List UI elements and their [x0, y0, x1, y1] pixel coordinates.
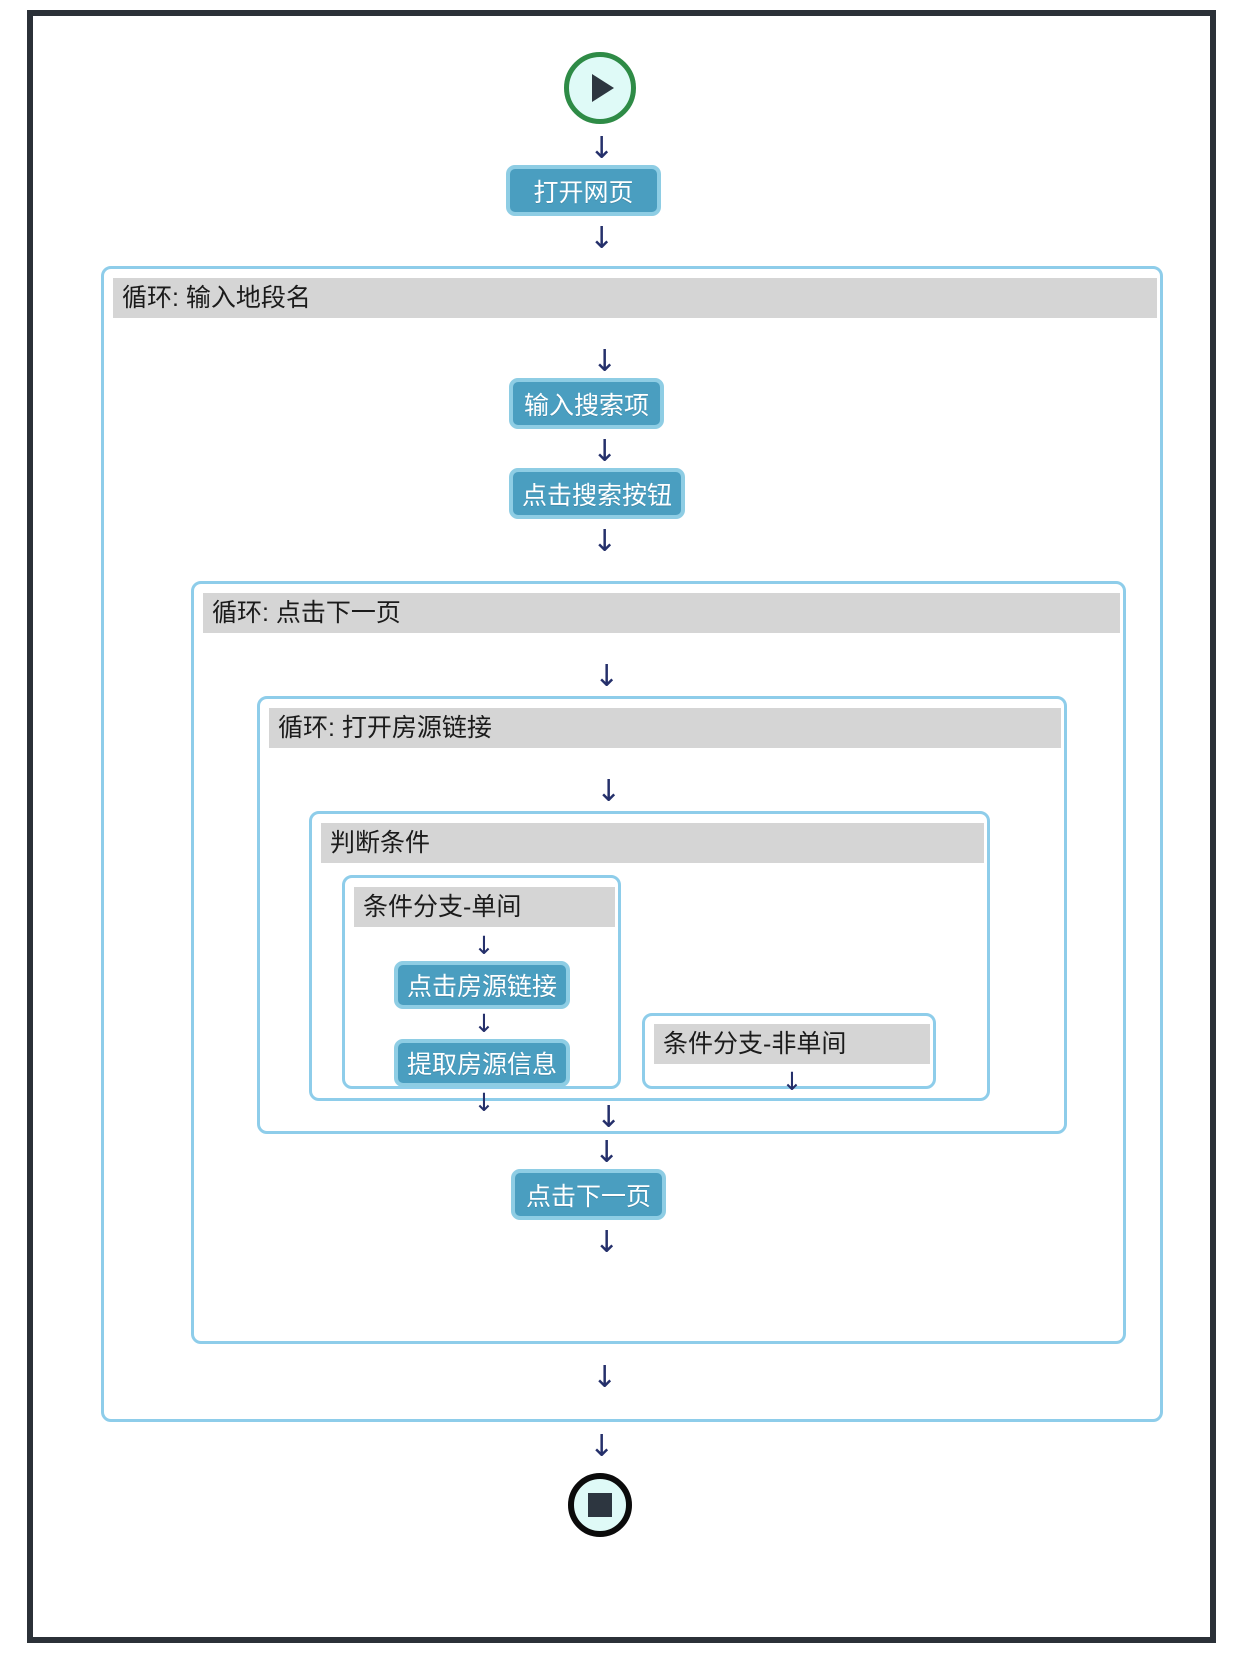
branch-single-room-label: 条件分支-单间 — [363, 893, 522, 921]
arrow-open-page-to-loop-district: ↓ — [589, 221, 615, 256]
arrow-loop-district-to-input-search: ↓ — [592, 344, 618, 379]
branch-non-single-room[interactable]: 条件分支-非单间 ↓ — [642, 1013, 936, 1094]
arrow-loop-open-listing-exit: ↓ — [594, 1135, 620, 1170]
action-open-page-label: 打开网页 — [533, 178, 634, 207]
start-node[interactable] — [564, 52, 636, 124]
arrow-branch-single-to-click-listing: ↓ — [473, 931, 495, 960]
diagram-frame: ↓ 打开网页 ↓ 循环: 输入地段名 ↓ 输入搜索项 ↓ 点击搜索按钮 ↓ — [27, 10, 1216, 1643]
loop-click-next-page-label: 循环: 点击下一页 — [212, 599, 401, 627]
action-extract-info-label: 提取房源信息 — [406, 1051, 557, 1079]
arrow-condition-exit: ↓ — [596, 1100, 622, 1135]
arrow-loop-district-to-end: ↓ — [589, 1429, 615, 1464]
stop-icon — [588, 1493, 612, 1517]
action-click-search-label: 点击搜索按钮 — [521, 481, 672, 510]
arrow-branch-non-single-exit: ↓ — [781, 1067, 803, 1096]
loop-open-listing-label: 循环: 打开房源链接 — [278, 714, 492, 742]
play-icon — [592, 74, 614, 102]
branch-single-room[interactable]: 条件分支-单间 ↓ 点击房源链接 ↓ 提取房源信息 — [342, 875, 621, 1115]
loop-click-next-page[interactable]: 循环: 点击下一页 ↓ 循环: 打开房源链接 ↓ 判断条件 — [191, 581, 1126, 1344]
arrow-loop-next-page-to-loop-open-listing: ↓ — [594, 659, 620, 694]
condition-block[interactable]: 判断条件 条件分支-单间 ↓ 点击房源链接 — [309, 811, 990, 1115]
condition-block-header: 判断条件 — [321, 823, 984, 863]
loop-open-listing[interactable]: 循环: 打开房源链接 ↓ 判断条件 条件分支-单间 ↓ — [257, 696, 1067, 1134]
loop-input-district-header: 循环: 输入地段名 — [113, 278, 1157, 318]
action-click-search[interactable]: 点击搜索按钮 — [509, 468, 685, 519]
branch-non-single-room-label: 条件分支-非单间 — [663, 1030, 847, 1058]
loop-input-district-label: 循环: 输入地段名 — [122, 284, 311, 312]
arrow-extract-info-exit: ↓ — [473, 1088, 495, 1117]
branch-single-room-header: 条件分支-单间 — [354, 887, 615, 927]
arrow-click-next-page-exit: ↓ — [594, 1225, 620, 1260]
action-click-listing-label: 点击房源链接 — [406, 973, 557, 1001]
end-node[interactable] — [568, 1473, 632, 1537]
condition-block-label: 判断条件 — [330, 829, 431, 857]
arrow-click-listing-to-extract-info: ↓ — [473, 1009, 495, 1038]
action-click-listing[interactable]: 点击房源链接 — [394, 961, 570, 1009]
loop-input-district[interactable]: 循环: 输入地段名 ↓ 输入搜索项 ↓ 点击搜索按钮 ↓ 循环: 点击下一页 ↓ — [101, 266, 1163, 1422]
action-extract-info[interactable]: 提取房源信息 — [394, 1039, 570, 1087]
arrow-start-to-open-page: ↓ — [589, 131, 615, 166]
branch-non-single-room-header: 条件分支-非单间 — [654, 1024, 930, 1064]
action-click-next-page-label: 点击下一页 — [525, 1182, 651, 1211]
action-open-page[interactable]: 打开网页 — [506, 165, 661, 216]
loop-click-next-page-header: 循环: 点击下一页 — [203, 593, 1120, 633]
arrow-loop-open-listing-to-condition: ↓ — [596, 774, 622, 809]
arrow-loop-next-page-exit: ↓ — [592, 1360, 618, 1395]
arrow-input-search-to-click-search: ↓ — [592, 434, 618, 469]
action-input-search-label: 输入搜索项 — [523, 391, 649, 420]
action-click-next-page[interactable]: 点击下一页 — [511, 1169, 666, 1220]
action-input-search[interactable]: 输入搜索项 — [509, 378, 664, 429]
loop-open-listing-header: 循环: 打开房源链接 — [269, 708, 1061, 748]
arrow-click-search-to-loop-next-page: ↓ — [592, 524, 618, 559]
